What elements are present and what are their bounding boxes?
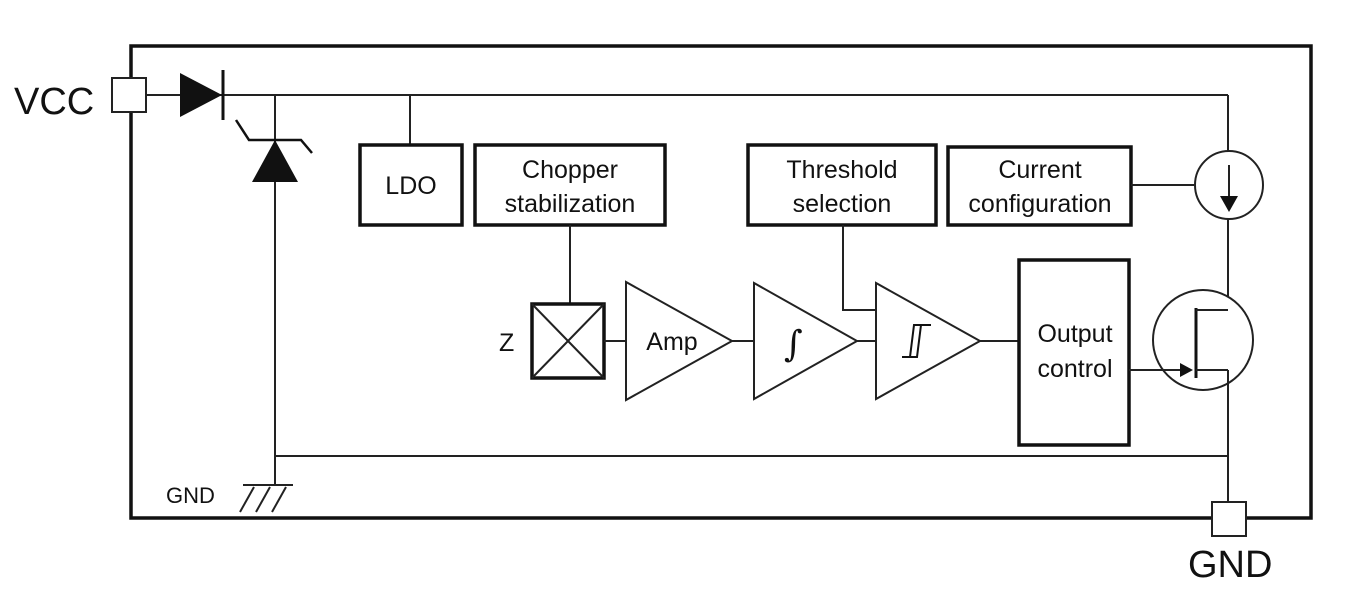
amp-block: Amp [625,280,735,402]
gnd-pin: GND [1188,501,1272,586]
amp-label: Amp [646,328,697,356]
diode-icon [180,70,225,120]
chip-outline [129,44,1313,520]
integrator-block: ∫ [753,281,860,401]
current-label-1: Current [998,156,1081,184]
output-control-block: Output control [1017,258,1131,447]
hall-plate-icon [530,302,606,380]
threshold-block: Threshold selection [746,143,938,227]
mosfet-icon [1129,289,1254,391]
zener-diode-icon [234,119,313,182]
threshold-label-1: Threshold [786,156,897,184]
hysteresis-symbol [902,324,931,358]
output-label-2: control [1037,355,1112,383]
chopper-block: Chopper stabilization [473,143,667,227]
chopper-label-1: Chopper [522,156,618,184]
ground-icon: GND [166,483,293,513]
vcc-pin-label: VCC [14,81,94,123]
gnd-pin-label: GND [1188,544,1272,586]
internal-gnd-label: GND [166,483,215,508]
current-config-block: Current configuration [946,145,1133,227]
threshold-label-2: selection [793,190,892,218]
ldo-block: LDO [358,143,464,227]
z-label: Z [499,329,514,357]
ldo-label: LDO [385,172,436,200]
vcc-pin: VCC [14,77,147,123]
schmitt-block [875,281,983,401]
output-label-1: Output [1037,320,1112,348]
chopper-label-2: stabilization [505,190,636,218]
integral-symbol: ∫ [784,324,803,365]
current-source-icon [1194,150,1264,220]
current-label-2: configuration [968,190,1111,218]
